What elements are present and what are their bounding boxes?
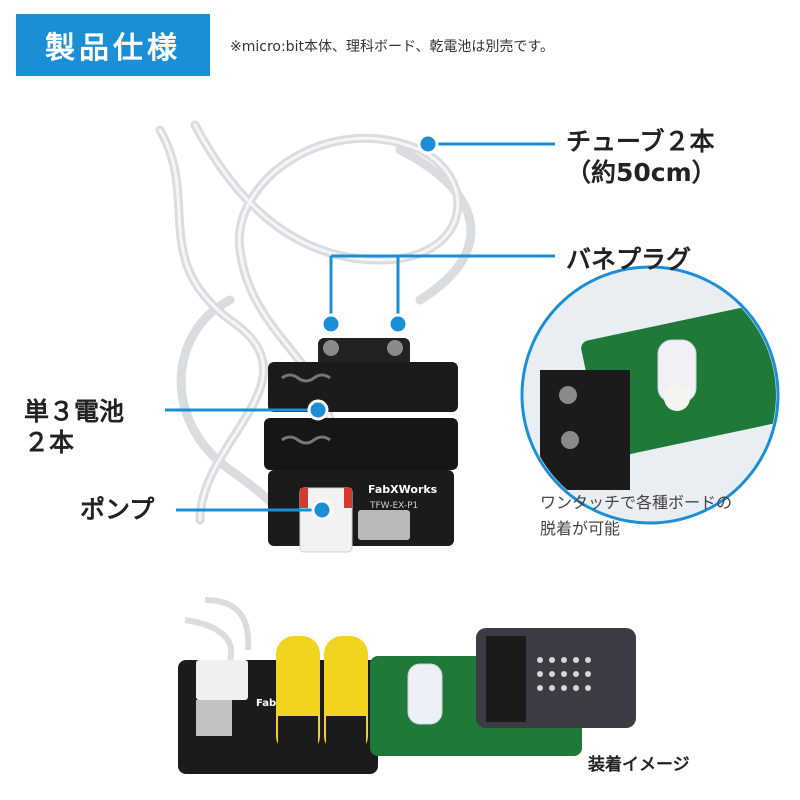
dot-tube: [417, 133, 439, 155]
detail-caption-line1: ワンタッチで各種ボードの: [540, 493, 733, 512]
battery-slot-bottom: [264, 418, 458, 470]
board-model: TFW-EX-P1: [369, 501, 418, 511]
callout-battery: 単３電池 ２本: [24, 396, 124, 459]
callout-battery-line2: ２本: [24, 428, 75, 458]
battery-slot-top: [268, 362, 458, 412]
header-note: ※micro:bit本体、理科ボード、乾電池は別売です。: [230, 39, 554, 55]
dot-battery: [307, 399, 329, 421]
callout-tube-line2: （約50cm）: [566, 158, 717, 188]
callout-lines: [165, 142, 555, 512]
page-title-badge: 製品仕様: [16, 14, 210, 76]
dot-spring-left: [320, 313, 342, 335]
battery-holder: FabXWorks TFW-EX-P1: [264, 338, 458, 546]
detail-caption: ワンタッチで各種ボードの 脱着が可能: [540, 490, 790, 541]
callout-tube: チューブ２本 （約50cm）: [566, 126, 717, 189]
callout-battery-line1: 単３電池: [24, 397, 125, 426]
page-title: 製品仕様: [45, 31, 181, 66]
pump-unit: [299, 487, 353, 553]
detail-closeup: [520, 265, 780, 525]
install-label: 装着イメージ: [588, 755, 690, 775]
pump-motor: [358, 510, 410, 540]
callout-pump: ポンプ: [80, 495, 155, 524]
spring-plug-right: [387, 340, 403, 356]
dot-pump: [311, 499, 333, 521]
callout-dots: [307, 133, 439, 521]
detail-caption-line2: 脱着が可能: [540, 518, 621, 538]
board-brand: FabXWorks: [368, 483, 438, 496]
spring-plug-left: [323, 340, 339, 356]
callout-tube-line1: チューブ２本: [566, 127, 715, 156]
callout-spring-plug: バネプラグ: [566, 245, 692, 274]
install-image: FabXWorks: [178, 597, 636, 774]
dot-spring-right: [387, 313, 409, 335]
